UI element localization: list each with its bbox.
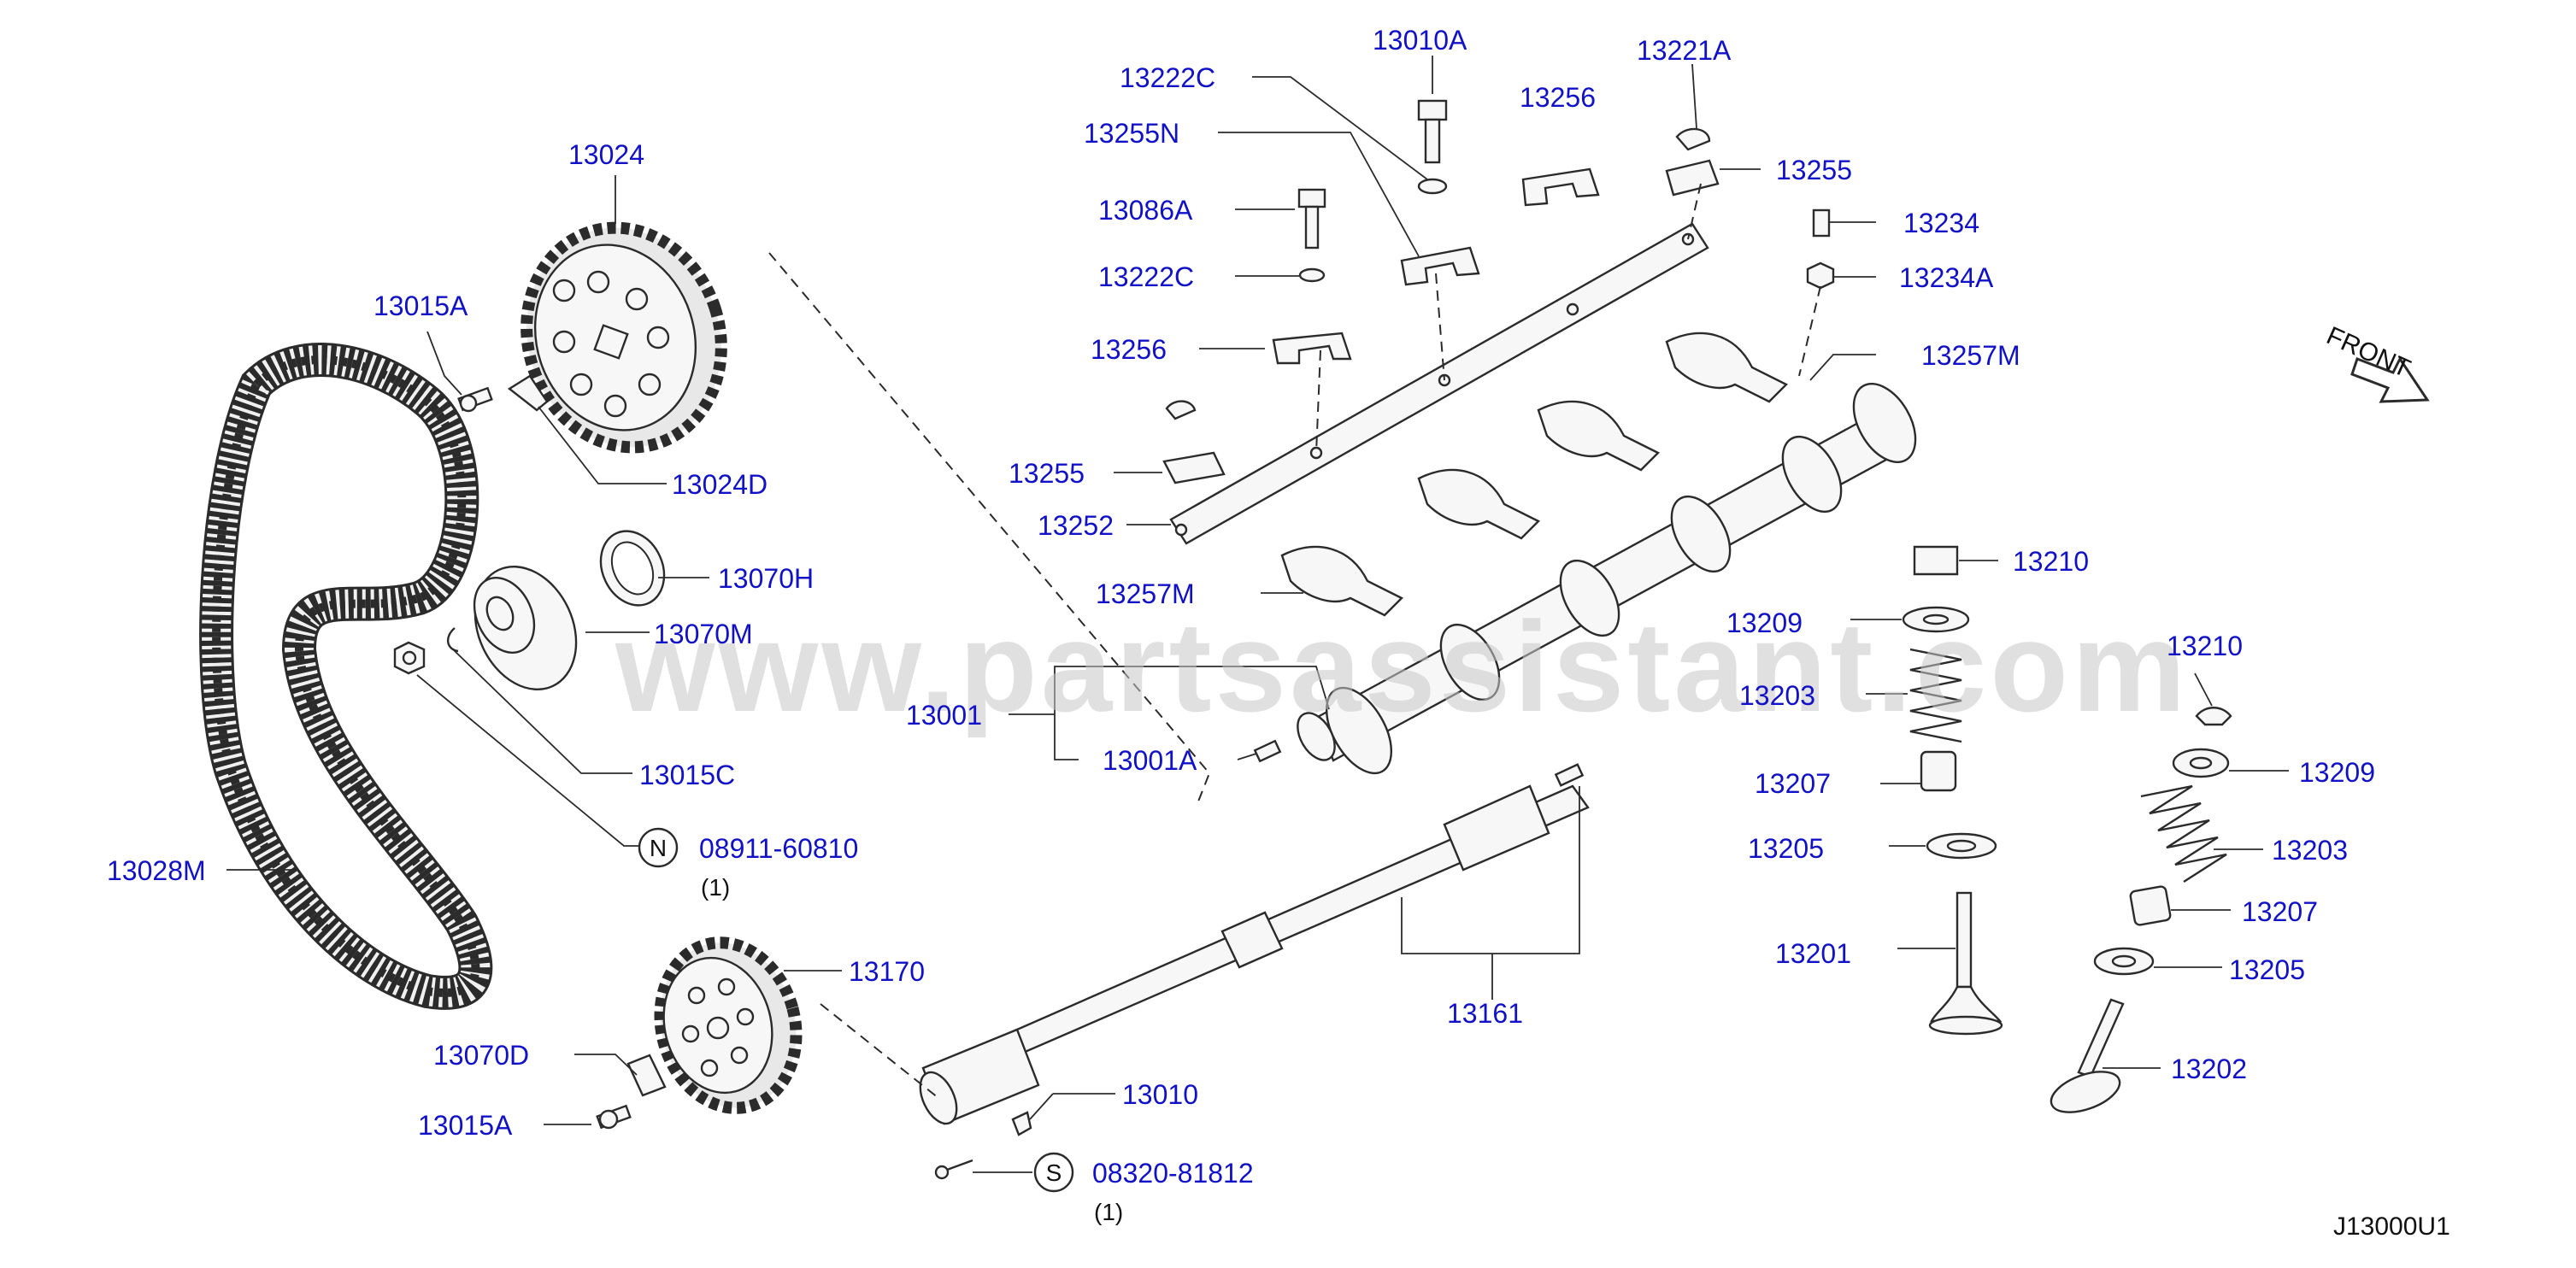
- part-label-13252[interactable]: 13252: [1038, 510, 1114, 541]
- tensioner-pulley[interactable]: [456, 550, 595, 706]
- bolt-13086a[interactable]: [1297, 188, 1326, 249]
- valve-retainer-cotter-13210-a[interactable]: [1913, 545, 1959, 576]
- screw-08320[interactable]: [934, 1159, 973, 1180]
- diagram-code: J13000U1: [2333, 1212, 2450, 1241]
- part-label-13161[interactable]: 13161: [1447, 998, 1523, 1029]
- rocker-arms[interactable]: [1280, 332, 1789, 617]
- part-label-13255-right[interactable]: 13255: [1776, 155, 1852, 185]
- part-label-13010[interactable]: 13010: [1122, 1079, 1198, 1110]
- part-label-13024[interactable]: 13024: [568, 139, 644, 170]
- part-label-13207-a[interactable]: 13207: [1755, 768, 1831, 799]
- washer-13222c-mid[interactable]: [1298, 267, 1326, 283]
- clip-13255-left[interactable]: [1162, 400, 1226, 484]
- part-label-13207-b[interactable]: 13207: [2242, 896, 2318, 927]
- camshaft-sprocket-upper[interactable]: [498, 203, 749, 473]
- rocker-bracket-13256-left[interactable]: [1272, 332, 1352, 365]
- n-symbol-text: N: [650, 835, 667, 861]
- tensioner-nut[interactable]: [393, 641, 426, 675]
- part-label-13234[interactable]: 13234: [1903, 208, 1979, 238]
- nut-13234a[interactable]: [1806, 261, 1835, 290]
- part-label-13202[interactable]: 13202: [2171, 1054, 2247, 1084]
- rocker-bracket-13255-right[interactable]: [1665, 159, 1720, 197]
- sprocket-plate-13024d[interactable]: [507, 374, 549, 412]
- part-label-13255-left[interactable]: 13255: [1009, 458, 1085, 489]
- part-label-13205-a[interactable]: 13205: [1748, 833, 1824, 864]
- tensioner-spring[interactable]: [589, 520, 675, 615]
- clip-13221a[interactable]: [1675, 127, 1711, 151]
- s-symbol-text: S: [1046, 1159, 1062, 1186]
- part-label-13070h[interactable]: 13070H: [718, 563, 814, 594]
- front-arrow-icon: [2350, 356, 2430, 403]
- bolt-13010a[interactable]: [1417, 99, 1448, 164]
- n-symbol: N: [638, 827, 679, 868]
- part-label-13070d[interactable]: 13070D: [433, 1040, 529, 1071]
- part-label-13001[interactable]: 13001: [906, 700, 982, 731]
- bolt-13015a-upper[interactable]: [457, 386, 493, 413]
- leader-lines: [226, 56, 2289, 1173]
- alignment-lines: [768, 183, 1821, 1099]
- rocker-shaft[interactable]: [1169, 222, 1709, 545]
- part-label-13170[interactable]: 13170: [849, 956, 925, 987]
- valve-retainer-cotter-13210-b[interactable]: [2195, 707, 2232, 726]
- part-label-13205-b[interactable]: 13205: [2229, 954, 2305, 985]
- valve-spring-13203-b[interactable]: [2140, 784, 2227, 883]
- spring-seat-13205-a[interactable]: [1926, 832, 1997, 860]
- rocker-bracket-13256-top[interactable]: [1521, 167, 1600, 207]
- washer-13222c-top[interactable]: [1417, 178, 1448, 195]
- part-label-13234a[interactable]: 13234A: [1899, 262, 1994, 293]
- rocker-bracket-13255n[interactable]: [1400, 246, 1480, 286]
- part-label-13222c-mid[interactable]: 13222C: [1098, 261, 1194, 292]
- plate-13070d[interactable]: [626, 1054, 667, 1097]
- bolt-13015a-lower[interactable]: [596, 1104, 632, 1130]
- spring-seat-13205-b[interactable]: [2093, 947, 2155, 976]
- part-label-13015a-top[interactable]: 13015A: [373, 291, 468, 321]
- part-label-13028m[interactable]: 13028M: [107, 855, 206, 886]
- adjust-screw-13234[interactable]: [1812, 208, 1831, 238]
- part-label-13203-a[interactable]: 13203: [1739, 680, 1815, 711]
- part-label-13255n[interactable]: 13255N: [1084, 118, 1179, 149]
- part-labels: 13024 13015A 13024D 13070H 13070M 13015C…: [107, 25, 2375, 1225]
- part-label-13256-left[interactable]: 13256: [1091, 334, 1167, 365]
- part-label-13210-a[interactable]: 13210: [2013, 546, 2089, 577]
- valve-seal-13207-b[interactable]: [2129, 885, 2172, 926]
- exhaust-valve-13202[interactable]: [2046, 998, 2126, 1120]
- part-label-13209-a[interactable]: 13209: [1726, 608, 1803, 638]
- part-label-13201[interactable]: 13201: [1775, 938, 1851, 969]
- crankshaft-sprocket-lower[interactable]: [642, 927, 814, 1124]
- part-label-13203-b[interactable]: 13203: [2272, 835, 2348, 866]
- dowel-pin-13001a[interactable]: [1253, 739, 1282, 763]
- part-label-13256-top[interactable]: 13256: [1520, 82, 1596, 113]
- part-label-13001a[interactable]: 13001A: [1103, 745, 1197, 776]
- washer-13010[interactable]: [1011, 1111, 1032, 1136]
- part-label-13257m-left[interactable]: 13257M: [1096, 578, 1195, 609]
- intermediate-shaft[interactable]: [913, 763, 1590, 1130]
- part-label-13222c-top[interactable]: 13222C: [1120, 62, 1215, 93]
- valve-seal-13207-a[interactable]: [1920, 750, 1957, 792]
- part-label-13070m[interactable]: 13070M: [654, 619, 753, 649]
- part-label-13221a[interactable]: 13221A: [1637, 35, 1732, 66]
- spring-retainer-13209-b[interactable]: [2172, 748, 2230, 778]
- part-label-13086a[interactable]: 13086A: [1098, 195, 1193, 226]
- quantity-08911: (1): [701, 874, 730, 901]
- watermark: www.partsassistant.com: [615, 595, 2189, 738]
- spring-retainer-13209-a[interactable]: [1902, 606, 1970, 633]
- part-label-08320-81812[interactable]: 08320-81812: [1092, 1158, 1254, 1189]
- s-symbol: S: [1033, 1152, 1074, 1193]
- camshaft[interactable]: [1290, 373, 1928, 784]
- quantity-08320: (1): [1094, 1199, 1123, 1225]
- part-label-13209-b[interactable]: 13209: [2299, 757, 2375, 788]
- part-label-13015a-bottom[interactable]: 13015A: [418, 1110, 513, 1141]
- part-label-08911-60810[interactable]: 08911-60810: [699, 833, 858, 864]
- valve-spring-13203-a[interactable]: [1909, 648, 1962, 743]
- timing-belt[interactable]: [199, 343, 493, 1010]
- part-label-13210-b[interactable]: 13210: [2167, 631, 2243, 661]
- part-label-13010a[interactable]: 13010A: [1373, 25, 1467, 56]
- intake-valve-13201[interactable]: [1928, 891, 2003, 1036]
- part-label-13015c[interactable]: 13015C: [639, 760, 735, 790]
- part-label-13257m-right[interactable]: 13257M: [1921, 340, 2020, 371]
- part-label-13024d[interactable]: 13024D: [672, 469, 768, 500]
- snap-ring-13015c[interactable]: [447, 627, 459, 653]
